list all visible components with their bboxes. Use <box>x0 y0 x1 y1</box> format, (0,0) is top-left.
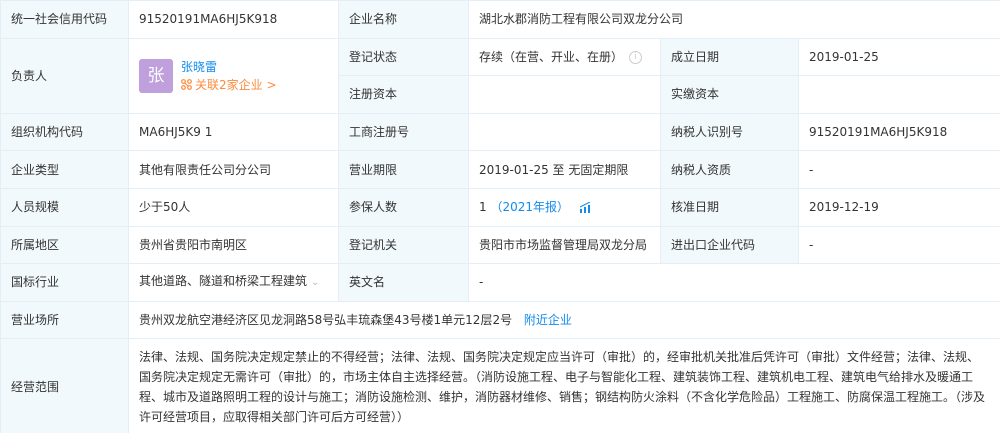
table-row: 营业场所 贵州双龙航空港经济区见龙洞路58号弘丰琉森堡43号楼1单元12层2号 … <box>0 300 1000 340</box>
reg-status-value: 存续（在营、开业、在册） <box>479 49 624 64</box>
table-row: 负责人 张 张晓雷 关联2家企业 > 登记状态 存续（在营、开业、在册） i 成立… <box>0 37 1000 114</box>
avatar[interactable]: 张 <box>139 58 173 93</box>
legal-person-cell: 张 张晓雷 关联2家企业 > <box>128 37 339 114</box>
reg-authority-value: 贵阳市市场监督管理局双龙分局 <box>468 225 661 265</box>
paid-capital-value <box>797 75 1000 114</box>
reg-capital-value <box>468 75 661 114</box>
reg-authority-label: 登记机关 <box>338 225 469 265</box>
insured-count: 1 <box>479 200 487 215</box>
address-cell: 贵州双龙航空港经济区见龙洞路58号弘丰琉森堡43号楼1单元12层2号 附近企业 <box>127 300 1000 340</box>
related-companies-text: 关联2家企业 > <box>195 77 277 92</box>
table-row: 人员规模 少于50人 参保人数 1 （2021年报） 核准日期 2019-12-… <box>0 187 1000 227</box>
english-name-label: 英文名 <box>338 263 469 302</box>
credit-code-value: 91520191MA6HJ5K918 <box>128 0 339 39</box>
relation-graph-icon <box>181 79 192 91</box>
legal-person-label: 负责人 <box>0 37 129 114</box>
address-value: 贵州双龙航空港经济区见龙洞路58号弘丰琉森堡43号楼1单元12层2号 <box>139 313 513 328</box>
taxpayer-id-value: 91520191MA6HJ5K918 <box>797 112 1000 152</box>
company-type-value: 其他有限责任公司分公司 <box>128 150 339 189</box>
table-row: 经营范围 法律、法规、国务院决定规定禁止的不得经营；法律、法规、国务院决定规定应… <box>0 338 1000 433</box>
table-row: 统一社会信用代码 91520191MA6HJ5K918 企业名称 湖北水郡消防工… <box>0 0 1000 39</box>
region-value: 贵州省贵阳市南明区 <box>128 225 339 265</box>
reg-status-cell: 存续（在营、开业、在册） i <box>468 37 661 77</box>
approve-date-value: 2019-12-19 <box>797 187 1000 227</box>
reg-status-label: 登记状态 <box>338 37 469 77</box>
annual-report-link[interactable]: （2021年报） <box>490 200 570 215</box>
address-label: 营业场所 <box>0 300 129 340</box>
legal-person-name-link[interactable]: 张晓雷 <box>181 59 218 74</box>
staff-size-label: 人员规模 <box>0 187 129 227</box>
biz-term-label: 营业期限 <box>338 150 469 189</box>
staff-size-value: 少于50人 <box>128 187 339 227</box>
biz-term-value: 2019-01-25 至 无固定期限 <box>468 150 661 189</box>
info-icon[interactable]: i <box>629 50 643 64</box>
company-name-label: 企业名称 <box>338 0 469 39</box>
credit-code-label: 统一社会信用代码 <box>0 0 129 39</box>
approve-date-label: 核准日期 <box>660 187 799 227</box>
table-row: 组织机构代码 MA6HJ5K9 1 工商注册号 纳税人识别号 91520191M… <box>0 112 1000 152</box>
taxpayer-qual-value: - <box>797 150 1000 189</box>
nearby-companies-link[interactable]: 附近企业 <box>523 313 572 328</box>
english-name-value: - <box>467 263 1000 302</box>
industry-cell[interactable]: 其他道路、隧道和桥梁工程建筑⌄ <box>128 263 339 302</box>
found-date-label: 成立日期 <box>660 37 799 77</box>
biz-reg-no-value <box>468 112 661 152</box>
table-row: 所属地区 贵州省贵阳市南明区 登记机关 贵阳市市场监督管理局双龙分局 进出口企业… <box>0 225 1000 265</box>
table-row: 国标行业 其他道路、隧道和桥梁工程建筑⌄ 英文名 - <box>0 263 1000 302</box>
biz-reg-no-label: 工商注册号 <box>338 112 469 152</box>
scope-value: 法律、法规、国务院决定规定禁止的不得经营；法律、法规、国务院决定规定应当许可（审… <box>127 338 1000 433</box>
taxpayer-id-label: 纳税人识别号 <box>660 112 799 152</box>
scope-label: 经营范围 <box>0 338 129 433</box>
table-row: 企业类型 其他有限责任公司分公司 营业期限 2019-01-25 至 无固定期限… <box>0 150 1000 189</box>
reg-capital-label: 注册资本 <box>338 75 469 114</box>
taxpayer-qual-label: 纳税人资质 <box>660 150 799 189</box>
region-label: 所属地区 <box>0 225 129 265</box>
paid-capital-label: 实缴资本 <box>660 75 799 114</box>
chevron-down-icon[interactable]: ⌄ <box>311 277 320 289</box>
import-export-value: - <box>797 225 1000 265</box>
insured-cell: 1 （2021年报） <box>468 187 661 227</box>
org-code-value: MA6HJ5K9 1 <box>128 112 339 152</box>
insured-label: 参保人数 <box>338 187 469 227</box>
company-type-label: 企业类型 <box>0 150 129 189</box>
related-companies-link[interactable]: 关联2家企业 > <box>181 76 277 94</box>
org-code-label: 组织机构代码 <box>0 112 129 152</box>
found-date-value: 2019-01-25 <box>797 37 1000 77</box>
industry-label: 国标行业 <box>0 263 129 302</box>
company-name-value: 湖北水郡消防工程有限公司双龙分公司 <box>467 0 1000 39</box>
industry-value: 其他道路、隧道和桥梁工程建筑 <box>139 274 308 289</box>
import-export-label: 进出口企业代码 <box>660 225 799 265</box>
trend-chart-icon[interactable] <box>579 201 591 214</box>
table-row: 注册资本 实缴资本 <box>1 75 1000 114</box>
